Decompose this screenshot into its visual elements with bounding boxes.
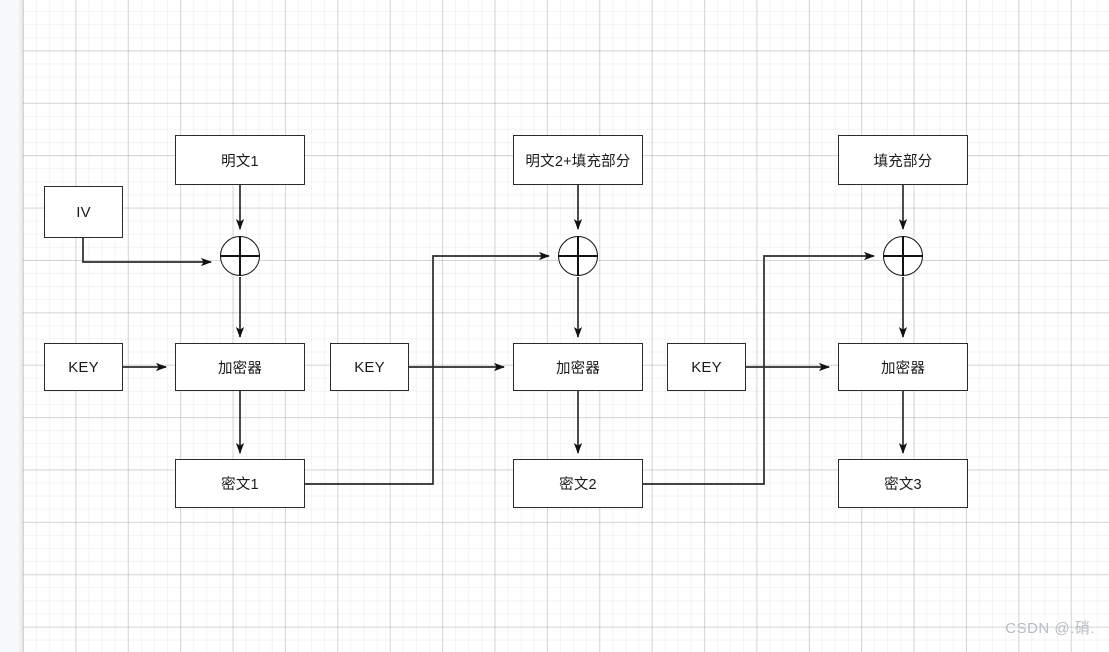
node-iv[interactable]: IV [44,186,123,238]
node-ciphertext-1[interactable]: 密文1 [175,459,305,508]
node-padding-block[interactable]: 填充部分 [838,135,968,185]
watermark-text: CSDN @.硝. [1005,620,1095,637]
node-encryptor-2[interactable]: 加密器 [513,343,643,391]
xor-gate-3[interactable] [883,236,923,276]
diagram-canvas [22,0,1109,652]
xor-gate-2[interactable] [558,236,598,276]
xor-gate-1[interactable] [220,236,260,276]
node-encryptor-1[interactable]: 加密器 [175,343,305,391]
node-ciphertext-2[interactable]: 密文2 [513,459,643,508]
page-edge-shadow [18,0,22,652]
node-plaintext-2-with-padding[interactable]: 明文2+填充部分 [513,135,643,185]
node-ciphertext-3[interactable]: 密文3 [838,459,968,508]
node-plaintext-1[interactable]: 明文1 [175,135,305,185]
node-key-3[interactable]: KEY [667,343,746,391]
node-encryptor-3[interactable]: 加密器 [838,343,968,391]
node-key-2[interactable]: KEY [330,343,409,391]
node-key-1[interactable]: KEY [44,343,123,391]
